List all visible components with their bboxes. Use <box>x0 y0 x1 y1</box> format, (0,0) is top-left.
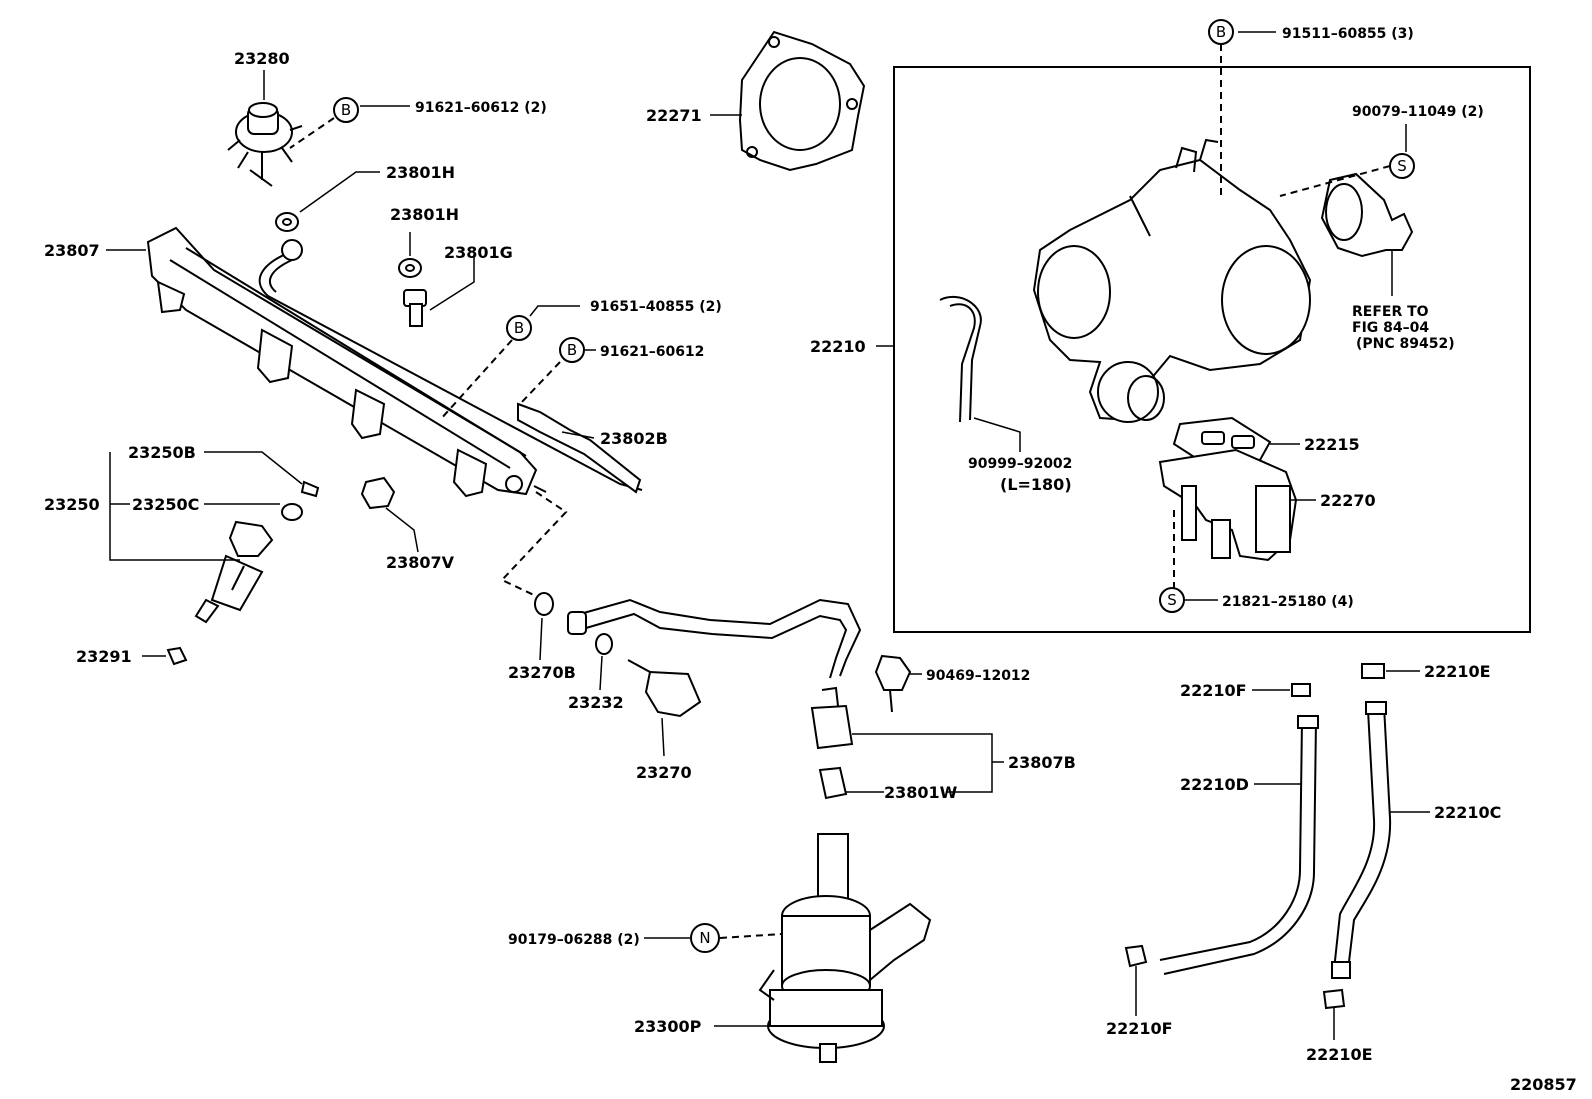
label-22210d: 22210D <box>1180 775 1249 794</box>
pulsation-damper-23270-drawing <box>627 659 702 718</box>
throttle-body-drawing <box>1032 138 1312 423</box>
throttle-body-group-box <box>893 66 1531 633</box>
clamp-22210e-upper-drawing <box>1361 663 1385 679</box>
refer-to-line-3: (PNC 89452) <box>1356 336 1455 352</box>
symbol-b-bolt-3-text: B <box>567 341 577 359</box>
symbol-s-screw-2-text: S <box>1167 591 1177 609</box>
label-23801g: 23801G <box>444 243 513 262</box>
gasket-23801h-upper-drawing <box>275 212 299 232</box>
label-22270: 22270 <box>1320 491 1376 510</box>
symbol-b-bolt-4-text: B <box>1216 23 1226 41</box>
union-bolt-23801g-drawing <box>403 289 427 327</box>
symbol-n-nut-text: N <box>699 929 710 947</box>
grommet-23250c-drawing <box>281 503 303 521</box>
symbol-b-bolt-2-text: B <box>514 319 524 337</box>
label-22215: 22215 <box>1304 435 1360 454</box>
label-91651-40855-2: 91651–40855 (2) <box>590 299 722 315</box>
cap-23291-drawing <box>166 646 188 666</box>
label-90079-11049-2: 90079–11049 (2) <box>1352 104 1484 120</box>
label-23300p: 23300P <box>634 1017 702 1036</box>
label-23802b: 23802B <box>600 429 668 448</box>
label-23801w: 23801W <box>884 783 958 802</box>
label-90999-92002: 90999–92002 <box>968 456 1072 472</box>
label-23807b: 23807B <box>1008 753 1076 772</box>
symbol-b-bolt-2: B <box>506 315 532 341</box>
gasket-22271-drawing <box>738 30 866 172</box>
clamp-22210f-upper-drawing <box>1291 683 1311 697</box>
label-23250c: 23250C <box>132 495 199 514</box>
hose-22210c-end <box>1365 701 1387 715</box>
dashed-leaders <box>289 44 1391 939</box>
insulator-23807v-drawing <box>360 476 396 510</box>
hose-22210d-end <box>1297 715 1319 729</box>
o-ring-23250b-drawing <box>300 480 320 498</box>
label-90179-06288-2: 90179–06288 (2) <box>508 932 640 948</box>
label-90469-12012: 90469–12012 <box>926 668 1030 684</box>
label-22210f-lower: 22210F <box>1106 1019 1173 1038</box>
clamp-90469-drawing <box>874 654 912 713</box>
leader-lines <box>106 31 1430 1040</box>
label-23807: 23807 <box>44 241 100 260</box>
refer-to-line-1: REFER TO <box>1352 304 1429 320</box>
label-23801h-lower: 23801H <box>390 205 459 224</box>
label-23280: 23280 <box>234 49 290 68</box>
label-22210f-upper: 22210F <box>1180 681 1247 700</box>
label-22210c: 22210C <box>1434 803 1501 822</box>
symbol-s-screw-2: S <box>1159 587 1185 613</box>
label-21821-25180-4: 21821–25180 (4) <box>1222 594 1354 610</box>
label-91621-60612: 91621–60612 <box>600 344 704 360</box>
symbol-s-screw-1: S <box>1389 153 1415 179</box>
label-22210e-lower: 22210E <box>1306 1045 1373 1064</box>
iac-valve-22270-drawing <box>1158 448 1298 562</box>
hose-22210d-drawing <box>1159 719 1317 975</box>
label-90999-length: (L=180) <box>1000 475 1072 494</box>
symbol-b-bolt-1: B <box>333 97 359 123</box>
diagram-id: 220857 <box>1510 1075 1577 1094</box>
label-23291: 23291 <box>76 647 132 666</box>
hose-22210c-bottom-end <box>1331 961 1351 979</box>
label-91621-60612-2: 91621–60612 (2) <box>415 100 547 116</box>
symbol-b-bolt-4: B <box>1208 19 1234 45</box>
gasket-23232-drawing <box>595 633 613 655</box>
label-23250b: 23250B <box>128 443 196 462</box>
symbol-b-bolt-3: B <box>559 337 585 363</box>
throttle-sensor-drawing <box>1320 172 1414 258</box>
clamp-22210f-lower-drawing <box>1124 944 1148 968</box>
refer-to-line-2: FIG 84–04 <box>1352 320 1429 336</box>
label-23801h-upper: 23801H <box>386 163 455 182</box>
fuel-filter-23807b-drawing <box>810 686 854 750</box>
clip-23801w-drawing <box>818 766 848 800</box>
label-23270b: 23270B <box>508 663 576 682</box>
gasket-23270b-drawing <box>534 592 554 616</box>
symbol-b-bolt-1-text: B <box>341 101 351 119</box>
label-23270: 23270 <box>636 763 692 782</box>
clamp-22210e-lower-drawing <box>1322 988 1346 1010</box>
pressure-regulator-drawing <box>227 102 303 187</box>
fuel-pump-23300p-drawing <box>758 833 932 1063</box>
label-22210e-upper: 22210E <box>1424 662 1491 681</box>
gasket-23801h-lower-drawing <box>398 258 422 278</box>
label-23807v: 23807V <box>386 553 455 572</box>
label-23232: 23232 <box>568 693 624 712</box>
hose-22210c-drawing <box>1333 705 1392 971</box>
label-23250: 23250 <box>44 495 100 514</box>
injector-23250-drawing <box>194 520 274 624</box>
bracket-23802b-drawing <box>517 402 642 494</box>
fuel-rail-drawing <box>146 226 643 498</box>
label-22271: 22271 <box>646 106 702 125</box>
label-22210: 22210 <box>810 337 866 356</box>
symbol-s-screw-1-text: S <box>1397 157 1407 175</box>
hose-90999-92002-drawing <box>939 295 982 423</box>
symbol-n-nut: N <box>690 923 720 953</box>
label-91511-60855-3: 91511–60855 (3) <box>1282 26 1414 42</box>
fuel-pipe-hose-drawing <box>567 598 862 679</box>
